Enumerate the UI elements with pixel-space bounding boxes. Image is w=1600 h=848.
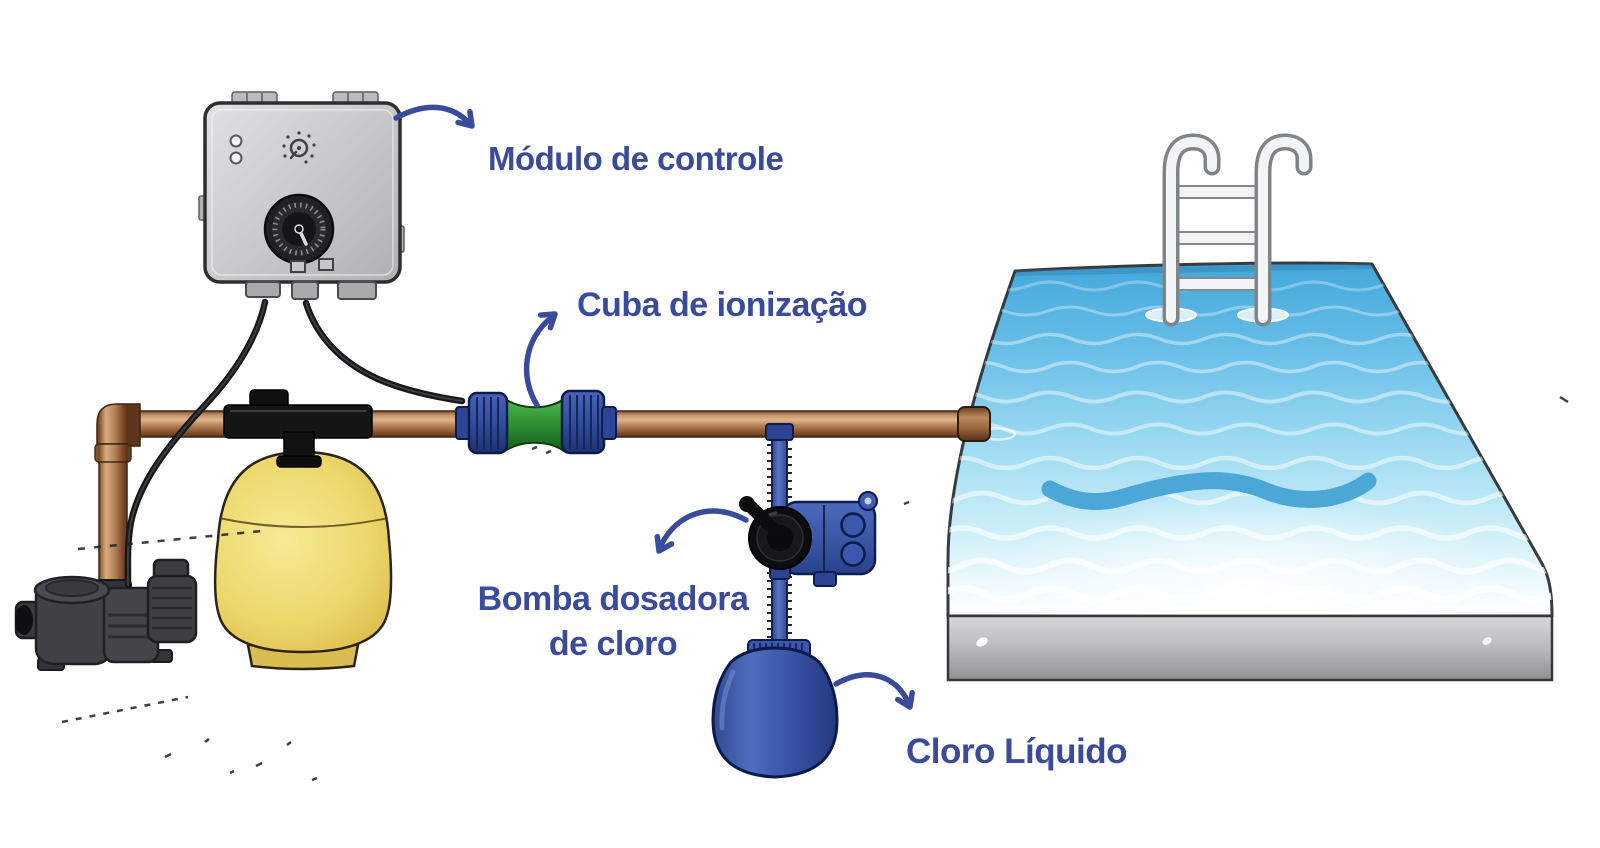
ladder-rungs xyxy=(1172,185,1262,291)
module-gland-left xyxy=(245,281,281,298)
module-port-right xyxy=(318,258,334,271)
chlorine-dosing-pump xyxy=(739,491,878,587)
pool-top-rim xyxy=(1015,263,1372,276)
filter-pump xyxy=(14,558,198,671)
water-highlight xyxy=(980,493,1520,616)
module-arrow xyxy=(393,104,473,127)
dosing-pump-label-line2: de cloro xyxy=(548,625,678,663)
container-body xyxy=(711,646,839,779)
pipe-coupling xyxy=(94,443,132,463)
swimming-pool xyxy=(946,133,1554,682)
ionizer-arrow xyxy=(523,314,555,408)
module-knob-icon xyxy=(282,131,316,164)
pump-strainer-pot xyxy=(34,592,112,666)
pool-ladder xyxy=(1145,133,1313,327)
ionizer-union-left xyxy=(467,391,509,455)
annotation-arrows xyxy=(393,104,915,710)
dosing-pump-label: Bomba dosadora de cloro xyxy=(448,577,778,667)
tank-body xyxy=(213,450,393,654)
tube-pipe-connector xyxy=(765,423,794,441)
module-gland-middle xyxy=(291,281,319,300)
pipe-vertical xyxy=(98,443,128,591)
liquid-chlorine-label: Cloro Líquido xyxy=(906,732,1127,771)
dosing-pump-dial-top xyxy=(840,512,866,538)
module-led-bottom xyxy=(229,151,243,165)
container-highlight xyxy=(719,669,736,731)
filter-valve xyxy=(223,389,373,468)
water-squiggle xyxy=(1041,472,1377,510)
module-port-left xyxy=(290,260,306,273)
chlorine-container xyxy=(711,639,839,779)
dosing-pump-label-line1: Bomba dosadora xyxy=(477,580,749,618)
sand-filter-tank xyxy=(213,389,393,671)
control-module xyxy=(198,91,405,300)
pool-base-gleam-right xyxy=(1482,637,1492,645)
module-label: Módulo de controle xyxy=(488,140,784,177)
ionization-cell xyxy=(455,389,617,455)
ionization-cell-label: Cuba de ionização xyxy=(577,286,868,324)
dosing-pump-foot xyxy=(813,571,837,587)
ionizer-electrode-body xyxy=(504,397,565,453)
cable-to-ionizer xyxy=(302,299,466,405)
pipe-pool-endcap xyxy=(957,406,991,442)
ionizer-arrowhead xyxy=(537,311,558,331)
module-gland-right xyxy=(337,281,377,300)
module-led-top xyxy=(229,134,243,148)
ladder-rails xyxy=(1162,133,1313,327)
dosing-pump-lever xyxy=(742,498,784,539)
tank-seam xyxy=(218,517,389,528)
debris-marks xyxy=(61,395,1569,782)
dosing-pump-dial-bottom xyxy=(840,541,866,567)
module-arrowhead xyxy=(455,108,475,129)
dosing-pump-arrowhead xyxy=(654,533,675,554)
pipe-elbow xyxy=(96,403,141,447)
chlorine-arrowhead xyxy=(894,689,915,710)
pump-inlet-hole xyxy=(15,605,33,635)
pump-motor-fins xyxy=(152,586,192,630)
pool-base-gleam-left xyxy=(976,637,988,647)
chlorine-arrow xyxy=(833,672,911,705)
module-timer-dial xyxy=(263,193,335,265)
pool-base xyxy=(946,614,1554,682)
dosing-pump-arrow xyxy=(658,508,749,548)
